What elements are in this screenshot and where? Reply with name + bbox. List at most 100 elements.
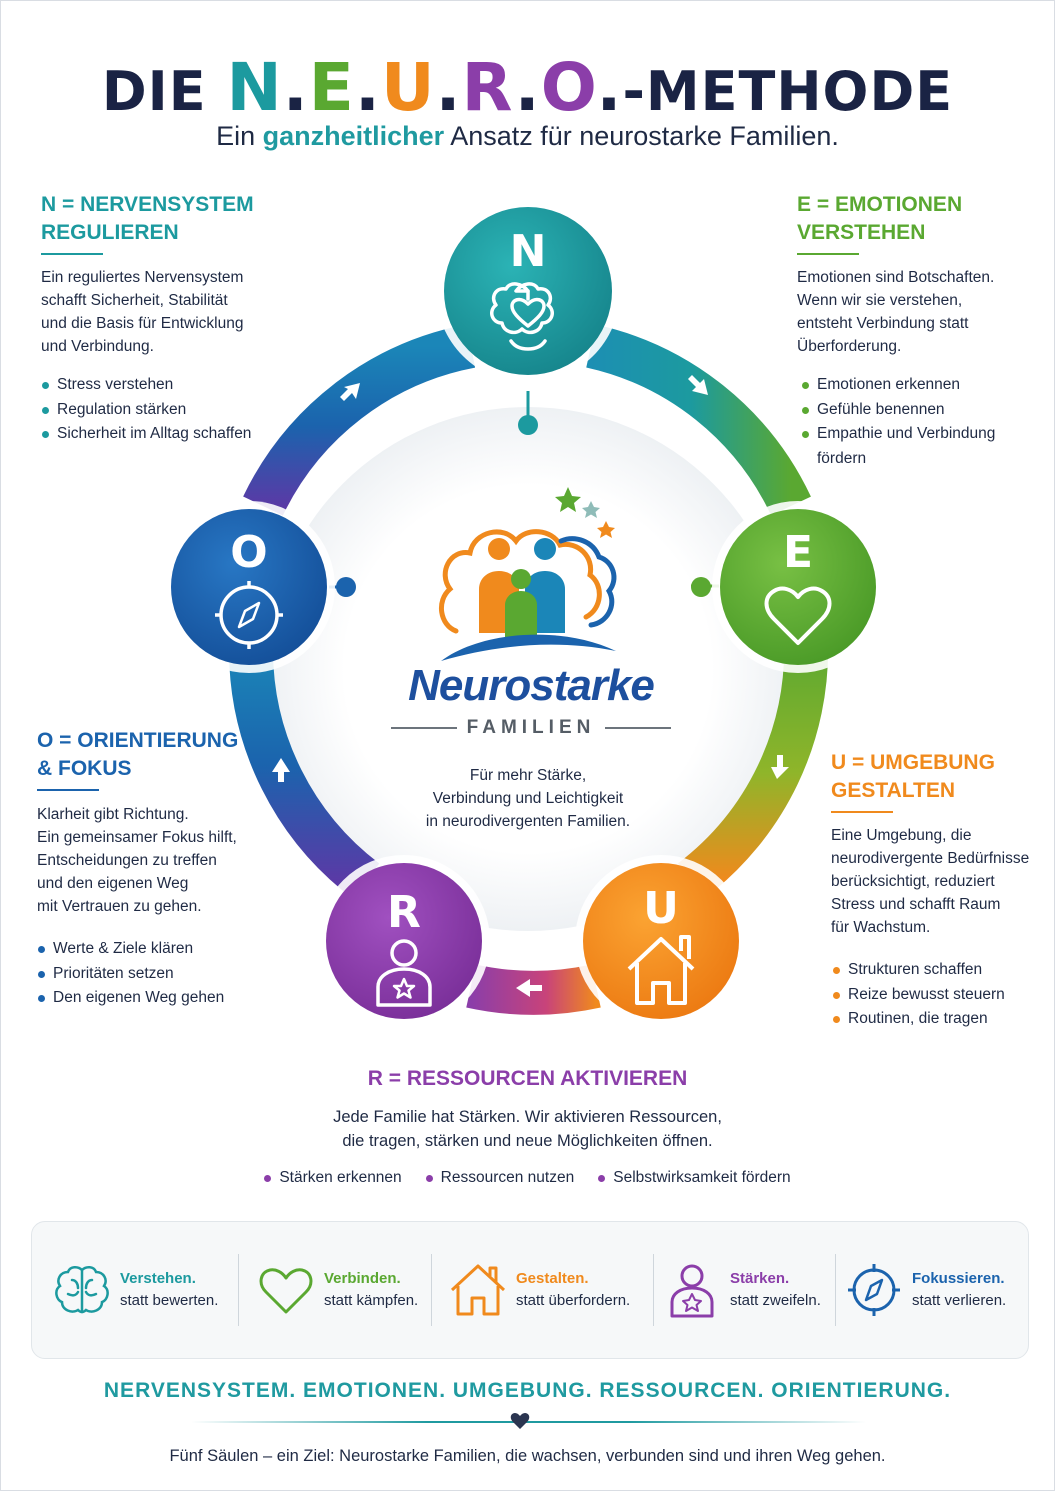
footer-text: Fünf Säulen – ein Ziel: Neurostarke Fami… (169, 1447, 886, 1465)
principle-text: statt kämpfen. (324, 1292, 419, 1309)
arrow-icon (516, 979, 542, 997)
section-title-line: U = UMGEBUNG (831, 751, 995, 774)
center-tagline-line: in neurodivergenten Familien. (425, 813, 631, 830)
text-line: und Verbindung. (41, 338, 154, 355)
text-line: Eine Umgebung, die (831, 827, 972, 844)
text-line: entsteht Verbindung statt (797, 315, 969, 332)
section-e-bullets: Emotionen erkennen Gefühle benennen Empa… (801, 373, 995, 471)
section-title-line: VERSTEHEN (797, 221, 926, 244)
subtitle-before: Ein (216, 121, 263, 151)
text-line: Wenn wir sie verstehen, (797, 292, 963, 309)
node-r: R (318, 855, 490, 1027)
compass-icon (215, 581, 283, 649)
node-n: N (436, 199, 620, 383)
brain-heart-icon (490, 282, 554, 351)
text-line: Jede Familie hat Stärken. Wir aktivieren… (333, 1108, 722, 1126)
footer-pillars: NERVENSYSTEM. EMOTIONEN. UMGEBUNG. RESSO… (103, 1379, 952, 1402)
title-dot: . (282, 49, 309, 126)
bullet-item: Regulation stärken (41, 398, 251, 423)
node-letter: E (783, 527, 813, 578)
section-title-line: N = NERVENSYSTEM (41, 193, 254, 216)
section-title-line: REGULIEREN (41, 221, 179, 244)
text-line: Ein gemeinsamer Fokus hilft, (37, 829, 237, 846)
house-icon (450, 1264, 506, 1316)
person-star-icon (670, 1264, 714, 1318)
ring-segment-o-n (243, 324, 476, 516)
person-star-icon (376, 939, 432, 1007)
text-line: Stress und schafft Raum (831, 896, 1001, 913)
center-tagline-line: Verbindung und Leichtigkeit (432, 790, 624, 807)
bullet-item: Strukturen schaffen (832, 958, 1005, 983)
title-dot: . (514, 49, 541, 126)
center-tagline: Für mehr Stärke, Verbindung und Leichtig… (378, 764, 678, 833)
principle-text: statt überfordern. (516, 1292, 631, 1309)
section-n-text: Ein reguliertes Nervensystem schafft Sic… (41, 266, 243, 358)
page-title: DIE N.E.U.R.O.-METHODE (1, 49, 1054, 126)
title-prefix: DIE (101, 60, 227, 123)
compass-icon (848, 1264, 900, 1316)
footer-divider (191, 1421, 866, 1423)
family-brain-logo (439, 487, 617, 661)
text-line: Klarheit gibt Richtung. (37, 806, 189, 823)
principle-text: statt zweifeln. (730, 1292, 821, 1309)
principle-staerken: Stärken. statt zweifeln. (660, 1222, 821, 1358)
page-subtitle: Ein ganzheitlicher Ansatz für neurostark… (1, 121, 1054, 152)
section-title-line: & FOKUS (37, 757, 132, 780)
logo-subline: FAMILIEN (391, 717, 672, 739)
section-u-text: Eine Umgebung, die neurodivergente Bedür… (831, 824, 1029, 939)
node-letter: U (643, 883, 679, 934)
section-e-title: E = EMOTIONEN VERSTEHEN (797, 191, 962, 255)
principle-text: statt bewerten. (120, 1292, 219, 1309)
node-letter: N (510, 226, 547, 277)
principle-title: Gestalten. (516, 1270, 589, 1287)
bullet-item: Gefühle benennen (801, 398, 995, 423)
title-letters: N.E.U.R.O. (226, 49, 622, 126)
bullet-item: Reize bewusst steuern (832, 983, 1005, 1008)
bullet-item: Stärken erkennen (264, 1169, 402, 1187)
node-e: E (712, 501, 884, 673)
title-letter: U (380, 49, 436, 126)
title-letter: R (461, 49, 515, 126)
text-line: die tragen, stärken und neue Möglichkeit… (342, 1132, 713, 1150)
bullet-item: Emotionen erkennen (801, 373, 995, 398)
bullet-item: Ressourcen nutzen (425, 1169, 574, 1187)
text-line: berücksichtigt, reduziert (831, 873, 995, 890)
section-n-title: N = NERVENSYSTEM REGULIEREN (41, 191, 254, 255)
principle-verstehen: Verstehen. statt bewerten. (50, 1222, 218, 1358)
principle-title: Verstehen. (120, 1270, 196, 1287)
logo-sub-text: FAMILIEN (466, 717, 596, 738)
title-suffix: -METHODE (622, 60, 954, 123)
section-o-text: Klarheit gibt Richtung. Ein gemeinsamer … (37, 803, 237, 918)
section-o-title: O = ORIENTIERUNG & FOKUS (37, 727, 238, 791)
title-letter: E (308, 49, 355, 126)
node-o: O (163, 501, 335, 673)
ring-segment-n-e (585, 324, 811, 516)
title-letter: N (226, 49, 283, 126)
section-o-bullets: Werte & Ziele klären Prioritäten setzen … (37, 937, 224, 1011)
heart-icon (510, 1413, 530, 1429)
bullet-item: Sicherheit im Alltag schaffen (41, 422, 251, 447)
logo-wordmark: Neurostarke (408, 661, 655, 710)
connector-dot-e (691, 577, 711, 597)
section-n-bullets: Stress verstehen Regulation stärken Sich… (41, 373, 251, 447)
principles-box: Verstehen. statt bewerten. Verbinden. stat… (31, 1221, 1029, 1359)
text-line: mit Vertrauen zu gehen. (37, 898, 202, 915)
heart-icon (259, 1268, 313, 1314)
principle-verbinden: Verbinden. statt kämpfen. (254, 1222, 418, 1358)
text-line: und den eigenen Weg (37, 875, 189, 892)
node-letter: R (387, 887, 421, 938)
text-line: Überforderung. (797, 338, 902, 355)
title-dot: . (435, 49, 462, 126)
principle-title: Verbinden. (324, 1270, 401, 1287)
title-dot: . (354, 49, 381, 126)
text-line: Ein reguliertes Nervensystem (41, 269, 244, 286)
section-title-line: GESTALTEN (831, 779, 956, 802)
principle-fokussieren: Fokussieren.statt verlieren. (842, 1222, 1006, 1358)
title-letter: O (540, 49, 597, 126)
house-icon (627, 935, 695, 1005)
text-line: schafft Sicherheit, Stabilität (41, 292, 228, 309)
node-letter: O (230, 527, 267, 578)
principle-title: Stärken. (730, 1270, 790, 1287)
